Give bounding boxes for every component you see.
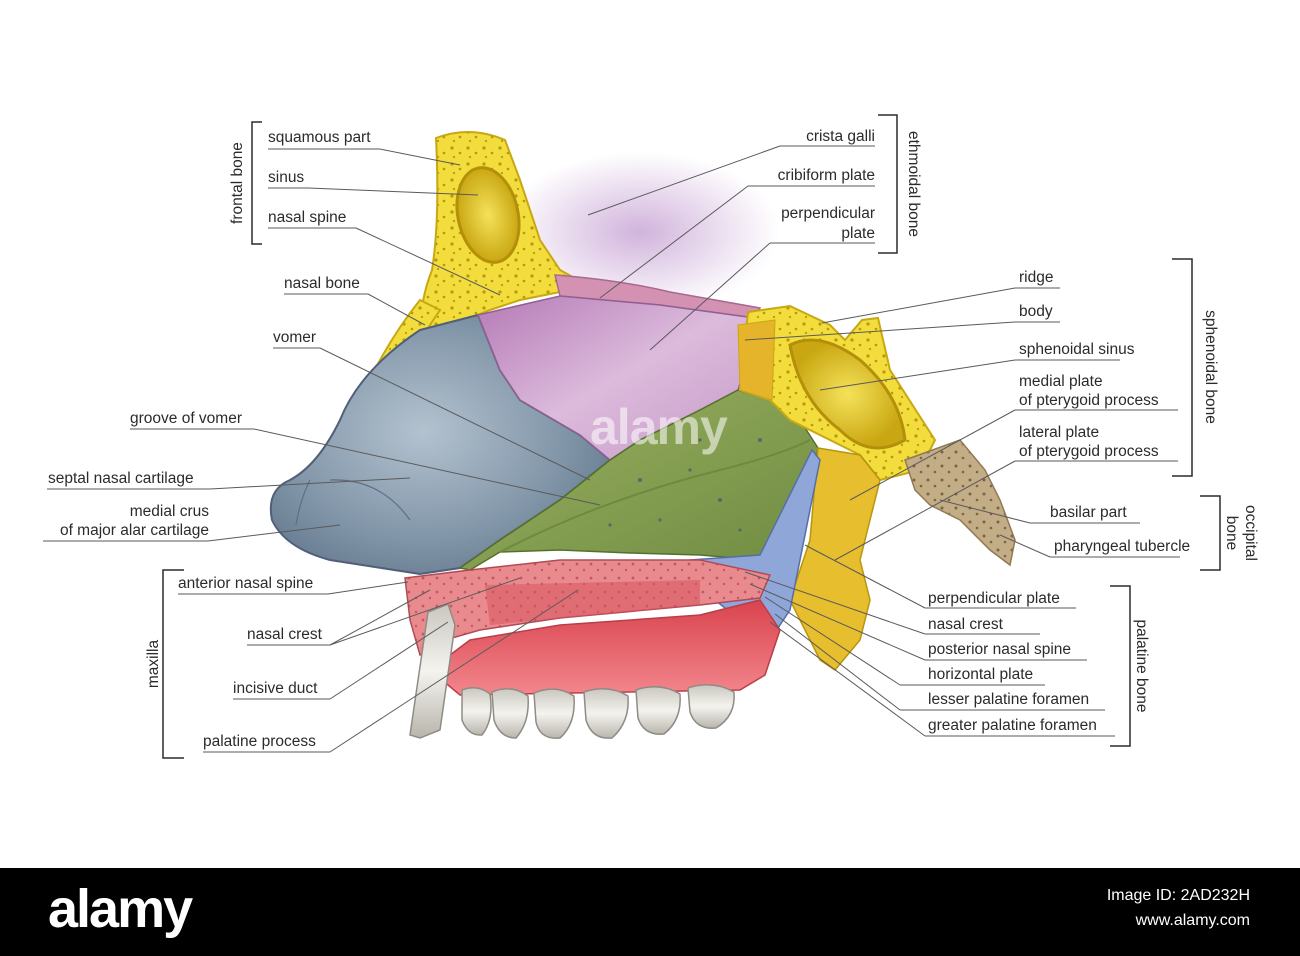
group-brackets: [162, 114, 1221, 759]
label-incisive-duct: incisive duct: [233, 680, 318, 697]
label-horizontal-plate: horizontal plate: [928, 666, 1034, 683]
label-nasal-crest-maxilla: nasal crest: [247, 626, 322, 643]
label-pharyngeal-tubercle: pharyngeal tubercle: [1054, 538, 1191, 555]
label-perpendicular-plate-ethmoid-line2: plate: [841, 225, 875, 242]
label-body: body: [1019, 303, 1053, 320]
label-medial-crus-line1: medial crus: [129, 503, 209, 520]
group-sphenoidal-bone: sphenoidal bone: [1202, 310, 1219, 424]
label-medial-crus-line2: of major alar cartilage: [59, 522, 209, 539]
label-perpendicular-plate-ethmoid-line1: perpendicular: [781, 205, 875, 222]
label-ridge: ridge: [1019, 269, 1054, 286]
group-ethmoidal-bone: ethmoidal bone: [905, 131, 922, 237]
group-maxilla: maxilla: [145, 639, 162, 689]
label-medial-plate-line1: medial plate: [1019, 373, 1103, 390]
footer-url[interactable]: www.alamy.com: [1135, 912, 1250, 929]
frontal-sinus-shape: [455, 166, 521, 264]
label-greater-palatine-foramen: greater palatine foramen: [928, 717, 1097, 734]
label-medial-plate-line2: of pterygoid process: [1019, 392, 1159, 409]
label-lesser-palatine-foramen: lesser palatine foramen: [928, 691, 1090, 708]
nasal-septum-illustration: [43, 114, 1221, 759]
sphenoid-ridge-shape: [737, 319, 776, 401]
label-lateral-plate-line1: lateral plate: [1019, 424, 1100, 441]
footer-bar: alamy Image ID: 2AD232H www.alamy.com: [0, 868, 1300, 956]
label-nasal-crest-palatine: nasal crest: [928, 616, 1003, 633]
group-occipital-bone-line2: bone: [1223, 515, 1240, 551]
groove-of-vomer-line: [499, 439, 811, 553]
label-sinus: sinus: [268, 169, 305, 186]
label-vomer: vomer: [273, 329, 317, 346]
label-palatine-process: palatine process: [203, 733, 316, 750]
label-perpendicular-plate-palatine: perpendicular plate: [928, 590, 1060, 607]
crista-galli-haze: [500, 152, 780, 312]
septal-cartilage-shape: [269, 313, 612, 576]
label-cribiform-plate: cribiform plate: [777, 167, 875, 184]
sphenoidal-sinus-shape: [788, 338, 907, 450]
watermark-logo: alamy: [590, 399, 728, 455]
label-anterior-nasal-spine: anterior nasal spine: [178, 575, 314, 592]
vomer-texture: [608, 438, 762, 532]
incisor-tooth: [409, 603, 456, 739]
leader-lines: [43, 145, 1180, 753]
label-basilar-part: basilar part: [1050, 504, 1127, 521]
occipital-basilar-shape: [904, 439, 1016, 567]
nasal-crest-strip: [485, 580, 700, 625]
teeth-row: [461, 684, 735, 739]
label-nasal-spine: nasal spine: [268, 209, 347, 226]
label-nasal-bone: nasal bone: [284, 275, 360, 292]
label-posterior-nasal-spine: posterior nasal spine: [928, 641, 1072, 658]
anatomy-figure: alamy squamous part sinus nasal spine na…: [43, 114, 1259, 759]
group-palatine-bone: palatine bone: [1133, 619, 1150, 713]
label-groove-of-vomer: groove of vomer: [130, 410, 242, 427]
label-septal-nasal-cartilage: septal nasal cartilage: [48, 470, 194, 487]
group-occipital-bone-line1: occipital: [1242, 505, 1259, 561]
footer-logo[interactable]: alamy: [48, 879, 193, 939]
label-squamous-part: squamous part: [268, 129, 371, 146]
group-frontal-bone: frontal bone: [229, 142, 246, 224]
label-lateral-plate-line2: of pterygoid process: [1019, 443, 1159, 460]
footer-image-id: Image ID: 2AD232H: [1106, 887, 1250, 904]
label-crista-galli: crista galli: [806, 128, 875, 145]
label-sphenoidal-sinus: sphenoidal sinus: [1019, 341, 1135, 358]
